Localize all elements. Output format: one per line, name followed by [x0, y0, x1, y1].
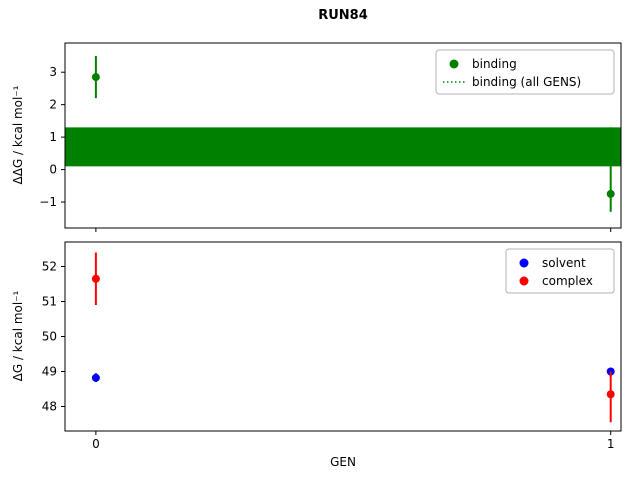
legend-label: complex — [542, 274, 593, 288]
y-tick-label: 48 — [42, 400, 57, 414]
legend-label: binding — [472, 57, 517, 71]
binding-ddg-chart: −1 0 1 2 3 binding binding (all GENS) — [39, 42, 622, 232]
y-tick-label: 2 — [49, 98, 57, 112]
plot-areas: −1 0 1 2 3 binding binding (all GENS) 48 49 50 51 5… — [39, 42, 622, 451]
x-axis-label: GEN — [330, 455, 356, 469]
complex-data-point — [91, 274, 100, 283]
legend-marker-dot — [519, 276, 529, 286]
figure-title: RUN84 — [318, 8, 368, 23]
binding-data-point — [91, 73, 100, 82]
legend-marker-dot — [519, 258, 529, 268]
series-binding — [91, 55, 615, 212]
leg-dg-chart: 48 49 50 51 52 0 1 solvent complex — [42, 241, 622, 451]
legend-label: solvent — [542, 256, 586, 270]
legend: binding binding (all GENS) — [435, 49, 615, 95]
x-tick-label: 1 — [607, 437, 615, 451]
y-tick-label: 0 — [49, 163, 57, 177]
all-gens-band — [65, 127, 621, 167]
legend-box — [505, 248, 615, 294]
x-tick-label: 0 — [92, 437, 100, 451]
y-tick-label: 51 — [42, 295, 57, 309]
y-tick-label: 49 — [42, 365, 57, 379]
bottom-y-axis-label: ΔG / kcal mol⁻¹ — [11, 290, 25, 381]
legend-label: binding (all GENS) — [472, 75, 581, 89]
y-tick-label: 3 — [49, 65, 57, 79]
series-complex — [91, 252, 615, 423]
complex-data-point — [606, 390, 615, 399]
legend-marker-dot — [449, 59, 459, 69]
y-tick-label: 52 — [42, 260, 57, 274]
top-y-axis-label: ΔΔG / kcal mol⁻¹ — [11, 85, 25, 184]
y-tick-label: 1 — [49, 130, 57, 144]
legend: solvent complex — [505, 248, 615, 294]
legend-box — [435, 49, 615, 95]
solvent-data-point — [91, 373, 100, 382]
y-tick-label: 50 — [42, 330, 57, 344]
y-tick-label: −1 — [39, 195, 57, 209]
axes-frame — [64, 42, 622, 229]
binding-data-point — [606, 189, 615, 198]
series-solvent — [91, 367, 615, 382]
